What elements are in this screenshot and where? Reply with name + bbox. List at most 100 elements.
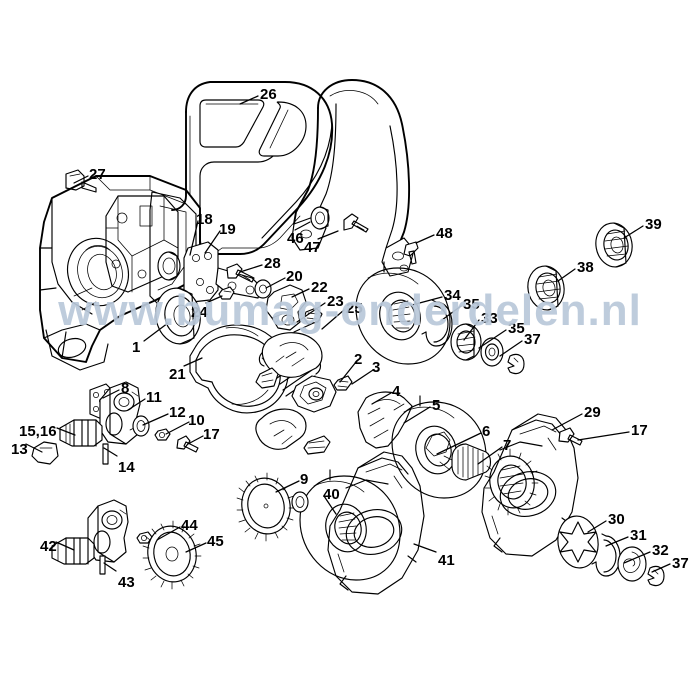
callout-label-13: 13 [11, 441, 28, 458]
part-17-screw-upper [176, 435, 199, 453]
callout-leader-18 [189, 220, 199, 256]
callout-leader-21 [183, 357, 203, 367]
part-1-drum-bearing [155, 287, 201, 345]
callout-leader-13 [25, 443, 43, 453]
callout-leader-34 [411, 296, 443, 306]
callout-label-27: 27 [89, 166, 106, 183]
part-22-brake-lever [265, 284, 323, 331]
part-4-clutch-shoe [357, 391, 413, 449]
callout-leader-38 [557, 268, 576, 282]
part-24-nut [218, 286, 235, 300]
part-17-screw-cover [558, 427, 583, 446]
callout-leader-9 [275, 480, 300, 493]
part-15-16-worm-drive [59, 419, 103, 447]
part-47-screw [343, 213, 369, 233]
callout-leader-lines [25, 95, 671, 573]
part-3-pin [333, 375, 353, 391]
callout-label-33: 33 [481, 310, 498, 327]
callout-leader-1 [143, 322, 169, 342]
part-2-clutch-shoe [291, 375, 337, 413]
callout-leader-35a [441, 305, 462, 321]
callout-label-40: 40 [323, 486, 340, 503]
part-12-washer [132, 415, 150, 437]
callout-leader-32 [623, 551, 651, 564]
callout-label-17a: 17 [203, 426, 220, 443]
callout-leader-5 [403, 406, 431, 424]
callout-leader-47 [317, 230, 339, 240]
callout-leader-48 [415, 234, 435, 244]
callout-label-19: 19 [219, 221, 236, 238]
callout-label-32: 32 [652, 542, 669, 559]
callout-label-29: 29 [584, 404, 601, 421]
callout-label-3: 3 [372, 359, 381, 376]
callout-leader-14 [103, 447, 118, 457]
part-32-coil-washer [617, 546, 647, 582]
callout-label-23: 23 [327, 293, 344, 310]
part-18-seal [157, 251, 181, 281]
part-41-clutch-cover [327, 451, 425, 595]
part-39-ball-bearing [595, 222, 633, 268]
callout-label-46: 46 [287, 230, 304, 247]
callout-label-14: 14 [118, 459, 135, 476]
callout-label-26: 26 [260, 86, 277, 103]
callout-leader-3 [351, 369, 374, 385]
part-9-rim-sprocket [236, 472, 296, 542]
callout-label-34: 34 [444, 287, 461, 304]
part-9-washer [291, 491, 309, 513]
part-44-nut [136, 531, 153, 544]
part-10-nut [154, 428, 171, 441]
callout-leader-7 [477, 446, 503, 465]
callout-label-8: 8 [121, 380, 130, 397]
part-6-pinion-shaft [451, 443, 492, 481]
part-37-e-clip-b [647, 565, 665, 587]
callout-leader-19 [204, 230, 221, 254]
callout-leader-2 [339, 361, 357, 383]
callout-label-39: 39 [645, 216, 662, 233]
callout-leader-10 [165, 421, 190, 435]
callout-leader-11 [127, 398, 146, 411]
callout-leader-8 [102, 389, 120, 399]
callout-label-47: 47 [304, 239, 321, 256]
callout-label-24: 24 [191, 304, 208, 321]
callout-leader-17b [577, 431, 630, 441]
callout-label-35b: 35 [508, 320, 525, 337]
callout-label-1: 1 [132, 339, 141, 356]
callout-label-17b: 17 [631, 422, 648, 439]
callout-leader-22 [291, 288, 310, 298]
callout-leader-31 [605, 536, 629, 547]
callout-label-15,16: 15,16 [19, 423, 57, 440]
part-38-ball-bearing [527, 265, 565, 311]
callout-leader-26 [239, 95, 259, 105]
callout-leader-40 [323, 495, 337, 515]
callout-label-45: 45 [207, 533, 224, 550]
callout-label-31: 31 [630, 527, 647, 544]
callout-leader-23 [296, 302, 326, 323]
callout-label-48: 48 [436, 225, 453, 242]
part-48-screw [403, 241, 419, 265]
callout-leader-37b [651, 563, 671, 573]
callout-label-28: 28 [264, 255, 281, 272]
part-33-needle-bearing [450, 323, 482, 361]
callout-label-41: 41 [438, 552, 455, 569]
callout-label-9: 9 [300, 471, 309, 488]
clutch-shoe-upper [261, 332, 323, 378]
callout-leader-25 [321, 309, 345, 330]
callout-label-44: 44 [181, 517, 198, 534]
callout-leader-17a [187, 435, 204, 445]
callout-label-25: 25 [346, 300, 363, 317]
part-2-nut-small [255, 367, 279, 389]
part-35-circlip-a [421, 299, 453, 347]
part-lower-oil-pump-body [87, 499, 129, 563]
part-35-washer-b [480, 337, 504, 367]
callout-label-35a: 35 [463, 296, 480, 313]
callout-label-12: 12 [169, 404, 186, 421]
callout-leader-24 [205, 295, 223, 304]
callout-label-11: 11 [146, 389, 162, 406]
part-11-oil-pump-body [99, 381, 141, 445]
crankcase-housing [39, 175, 201, 371]
callout-leader-39 [623, 225, 644, 239]
callout-label-5: 5 [432, 397, 441, 414]
callout-label-20: 20 [286, 268, 303, 285]
part-20-washer [254, 279, 272, 299]
